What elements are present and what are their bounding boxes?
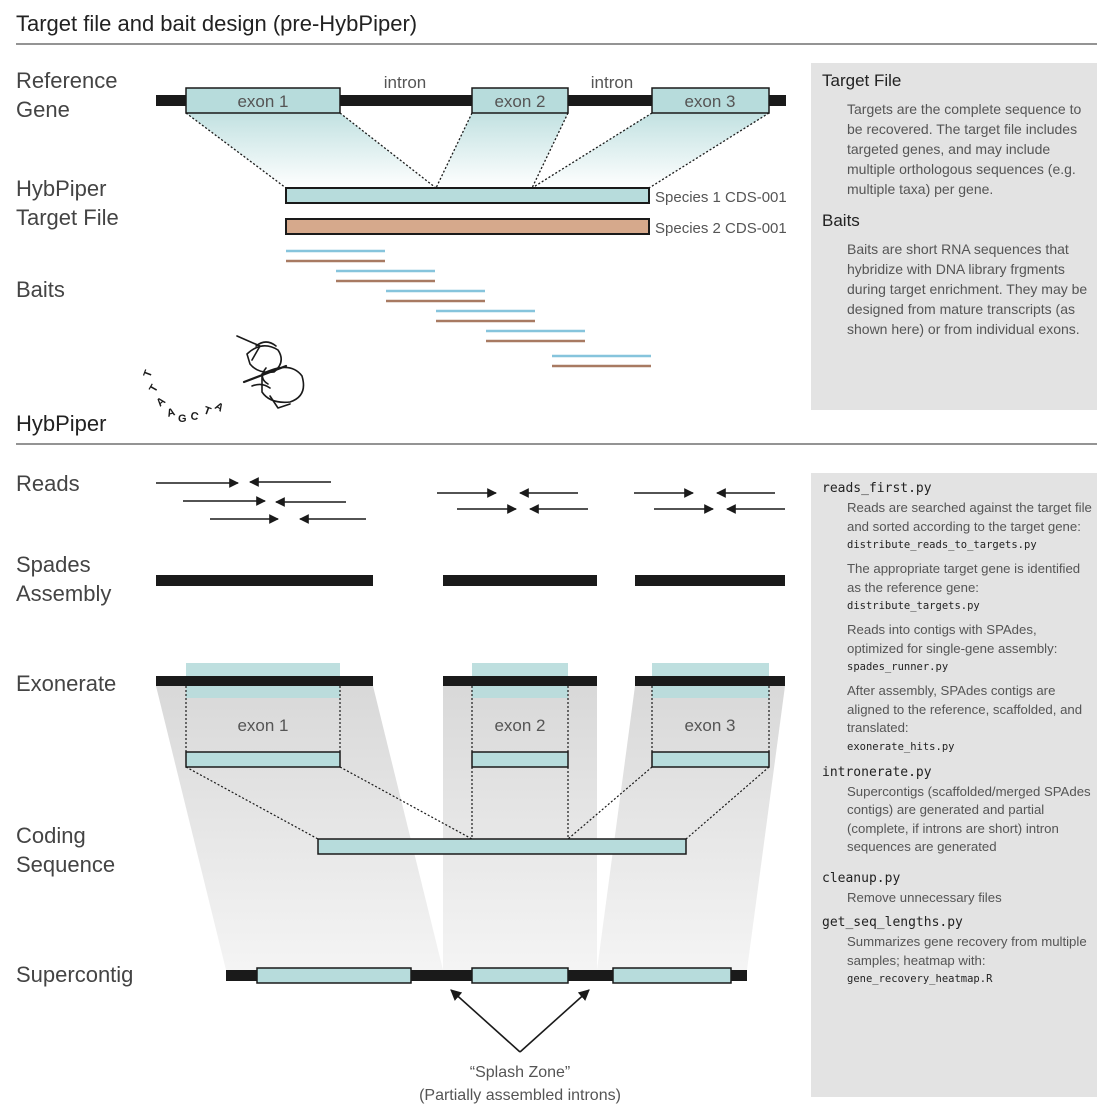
label-reference-line2: Gene (16, 97, 70, 122)
ref-exon2-label: exon 2 (494, 92, 545, 111)
targets-body: The appropriate target gene is identifie… (847, 561, 1081, 595)
label-reference-line1: Reference (16, 68, 118, 93)
top-section-title: Target file and bait design (pre-HybPipe… (16, 11, 417, 36)
spades-runner-code: spades_runner.py (847, 661, 949, 673)
intron2-label: intron (591, 73, 634, 92)
label-target-line1: HybPiper (16, 176, 106, 201)
ref-exon3-label: exon 3 (684, 92, 735, 111)
sequence-letter: G (178, 413, 187, 425)
supercontig-exon1 (256, 967, 412, 984)
exonerate-exon1-box (185, 751, 341, 768)
bottom-section-title: HybPiper (16, 411, 106, 436)
label-reads: Reads (16, 471, 80, 496)
reads-first-title: reads_first.py (822, 481, 932, 496)
target-file-body: Targets are the complete sequence to be … (847, 101, 1082, 197)
splash-zone-subtitle: (Partially assembled introns) (419, 1087, 621, 1104)
label-spades-line1: Spades (16, 552, 91, 577)
proj-line-exon2-left (435, 112, 473, 189)
exon2-projection-shade (436, 113, 568, 188)
exonerate-contig-1 (156, 676, 373, 686)
splash-arrow-left (450, 989, 521, 1053)
target-file-info-panel: Target File Targets are the complete seq… (811, 63, 1097, 410)
seq-lengths-title: get_seq_lengths.py (822, 915, 963, 930)
exonerate-exon2-box (471, 751, 569, 768)
exonerate-contig-2 (443, 676, 597, 686)
ref-exon1-label: exon 1 (237, 92, 288, 111)
exonerate-hits-code: exonerate_hits.py (847, 740, 955, 753)
coding-sequence-bar (317, 838, 687, 855)
exonerate-exon3-box (651, 751, 770, 768)
cds-proj-2 (339, 766, 473, 840)
proj-line-exon1-left (185, 112, 287, 189)
supercontig-exon2 (471, 967, 569, 984)
exonerate-contig-3 (635, 676, 785, 686)
distribute-reads-code: distribute_reads_to_targets.py (847, 539, 1037, 551)
piper-mascot-illustration (236, 335, 305, 409)
ref-exon2 (471, 87, 569, 114)
spades-contig-2 (443, 575, 597, 586)
exonerate-exon3-label: exon 3 (684, 716, 735, 735)
sequence-letter: A (213, 400, 226, 414)
supercontig-exon3 (612, 967, 732, 984)
species1-label: Species 1 CDS-001 (655, 189, 787, 206)
hybpiper-scripts-panel: reads_first.py Reads are searched agains… (811, 473, 1097, 1097)
distribute-targets-code: distribute_targets.py (847, 600, 980, 612)
exonerate-exon2-label: exon 2 (494, 716, 545, 735)
spades-body: Reads into contigs with SPAdes, optimize… (847, 622, 1058, 656)
target-file-title: Target File (822, 71, 902, 90)
proj-line-exon3-right (648, 112, 770, 189)
reads-arrows (156, 477, 785, 524)
ref-exon1 (185, 87, 341, 114)
intronerate-body: Supercontigs (scaffolded/merged SPAdes c… (847, 783, 1091, 855)
sequence-letter: T (142, 368, 156, 379)
reference-gene-backbone (156, 95, 786, 106)
proj-line-exon2-right (531, 112, 569, 189)
spades-contig-3 (635, 575, 785, 586)
cleanup-title: cleanup.py (822, 870, 901, 886)
target-species1-cds (285, 187, 650, 204)
intronerate-title: intronerate.py (822, 764, 932, 780)
label-target-line2: Target File (16, 205, 119, 230)
intron1-label: intron (384, 73, 427, 92)
label-coding-line1: Coding (16, 823, 86, 848)
splash-arrow-right (519, 989, 590, 1053)
exon3-projection-shade (532, 113, 769, 188)
exonerate-exon1-label: exon 1 (237, 716, 288, 735)
cleanup-body: Remove unnecessary files (847, 889, 1002, 905)
label-supercontig: Supercontig (16, 962, 133, 987)
label-baits: Baits (16, 277, 65, 302)
cds-proj-5 (567, 766, 653, 840)
proj-line-exon3-left (531, 112, 653, 189)
label-exonerate: Exonerate (16, 671, 116, 696)
splash-zone-title: “Splash Zone” (470, 1064, 571, 1081)
sequence-letter: A (166, 406, 177, 420)
cds-proj-1 (185, 766, 319, 840)
exonerate-body: After assembly, SPAdes contigs are align… (847, 683, 1083, 735)
proj-line-exon1-right (339, 112, 437, 189)
target-species2-cds (285, 218, 650, 235)
sequence-letter: C (189, 410, 199, 423)
sequence-letter: T (202, 405, 213, 419)
heatmap-code: gene_recovery_heatmap.R (847, 973, 993, 985)
baits-body: Baits are short RNA sequences that hybri… (847, 241, 1088, 337)
exon1-projection-shade (186, 113, 436, 188)
label-spades-line2: Assembly (16, 581, 111, 606)
spades-contig-1 (156, 575, 373, 586)
sequence-letter: A (154, 395, 168, 409)
reads-first-body: Reads are searched against the target fi… (847, 500, 1092, 534)
baits-title: Baits (822, 211, 860, 230)
species2-label: Species 2 CDS-001 (655, 220, 787, 237)
supercontig-shade-1 (156, 686, 443, 970)
sequence-letter: T (147, 382, 161, 394)
label-coding-line2: Sequence (16, 852, 115, 877)
seq-lengths-body: Summarizes gene recovery from multiple s… (847, 934, 1087, 968)
ref-exon3 (651, 87, 770, 114)
